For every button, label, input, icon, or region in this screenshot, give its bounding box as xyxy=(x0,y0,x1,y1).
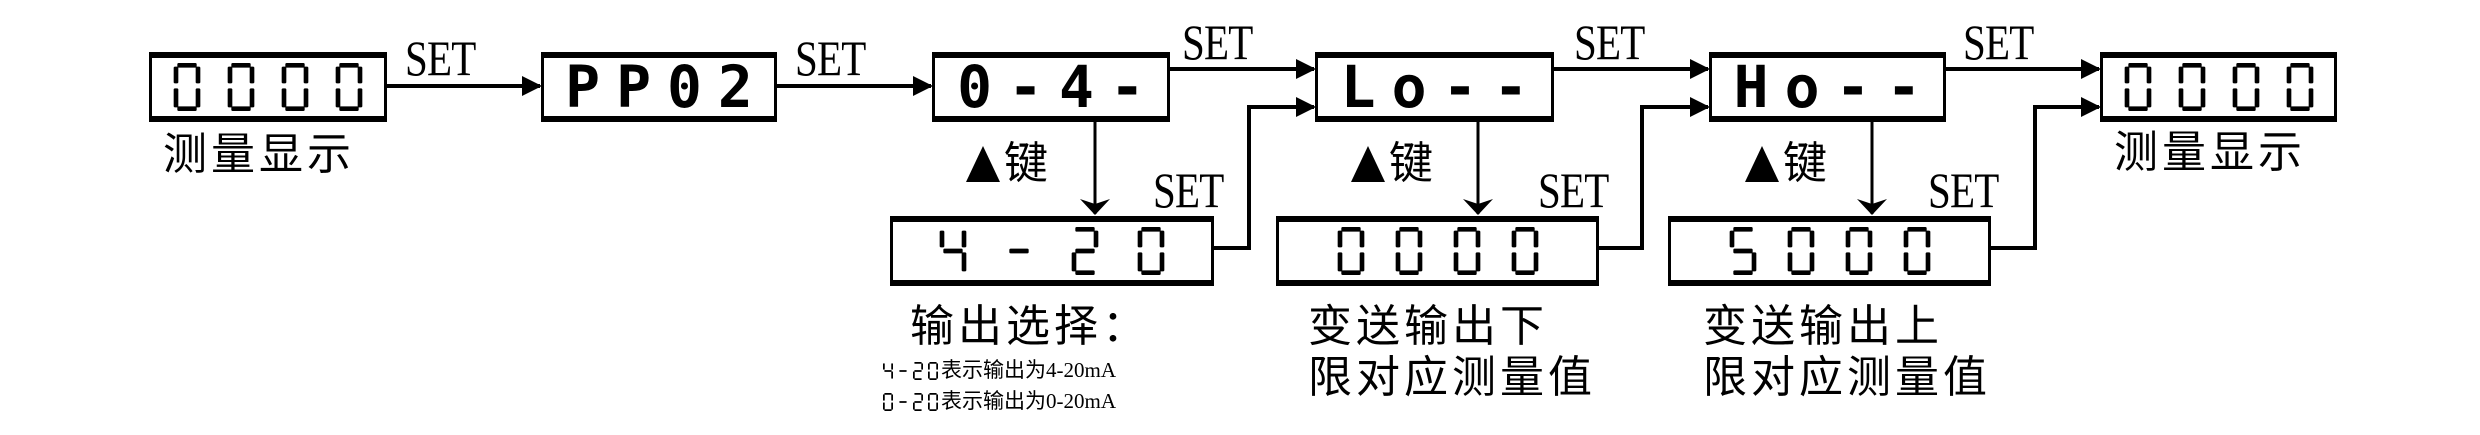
display-low: Lo-- xyxy=(1315,52,1554,122)
segment-digit xyxy=(281,63,309,111)
segment-digit xyxy=(2178,63,2205,111)
segment-digit xyxy=(1137,227,1165,275)
segment-digit xyxy=(1787,227,1814,275)
set-label: SET xyxy=(1153,162,1224,218)
key-label: 键 xyxy=(1783,139,1827,188)
note-text: 表示输出为0-20mA xyxy=(941,389,1116,413)
set-label: SET xyxy=(1928,162,1999,218)
note-text: 表示输出为4-20mA xyxy=(941,358,1116,382)
display-text: 0-4- xyxy=(957,53,1161,121)
display-high: Ho-- xyxy=(1709,52,1946,122)
triangle-up-icon xyxy=(1745,146,1779,182)
segment-digit xyxy=(1071,227,1099,275)
up-key-hint: 键 xyxy=(966,142,1048,186)
segment-digit xyxy=(883,362,893,379)
set-label: SET xyxy=(1574,14,1645,70)
display-low-value xyxy=(1276,216,1599,286)
triangle-up-icon xyxy=(1351,146,1385,182)
segment-digit xyxy=(2232,63,2259,111)
segment-digit xyxy=(2286,63,2313,111)
output-note-1: 表示输出为4-20mA xyxy=(882,360,1116,381)
display-measure-start xyxy=(149,52,387,122)
set-label: SET xyxy=(1538,162,1609,218)
caption-high-line1: 变送输出上 xyxy=(1703,302,1943,351)
segment-digit xyxy=(1453,227,1480,275)
up-key-hint: 键 xyxy=(1351,142,1433,186)
caption-measure-end: 测量显示 xyxy=(2114,128,2306,177)
segment-digit xyxy=(1903,227,1930,275)
segment-digit xyxy=(899,400,907,403)
segment-digit xyxy=(883,392,893,411)
triangle-up-icon xyxy=(966,146,1000,182)
segment-digit xyxy=(1009,248,1029,254)
caption-high-line2: 限对应测量值 xyxy=(1703,353,1991,402)
segment-digit xyxy=(1511,227,1538,275)
set-label: SET xyxy=(405,30,476,86)
display-high-value xyxy=(1668,216,1991,286)
set-label: SET xyxy=(1182,14,1253,70)
key-label: 键 xyxy=(1389,139,1433,188)
segment-digit xyxy=(227,63,255,111)
segment-digit xyxy=(2124,63,2151,111)
display-pp02: PP02 xyxy=(541,52,777,122)
arrow-return-1 xyxy=(1214,97,1316,250)
caption-measure-start: 测量显示 xyxy=(163,130,355,179)
caption-low-line2: 限对应测量值 xyxy=(1308,353,1596,402)
display-output-select xyxy=(890,216,1214,286)
segment-digit xyxy=(928,361,938,380)
display-output-mode: 0-4- xyxy=(932,52,1170,122)
set-label: SET xyxy=(795,30,866,86)
note-code xyxy=(882,392,939,411)
segment-digit xyxy=(1845,227,1872,275)
arrow-return-2 xyxy=(1599,97,1710,250)
output-note-2: 表示输出为0-20mA xyxy=(882,391,1116,412)
caption-output-select: 输出选择： xyxy=(910,302,1150,351)
set-label: SET xyxy=(1963,14,2034,70)
segment-digit xyxy=(939,230,967,272)
segment-digit xyxy=(928,392,938,411)
segment-digit xyxy=(913,361,923,380)
display-text: Lo-- xyxy=(1340,53,1545,121)
segment-digit xyxy=(1337,227,1364,275)
segment-digit xyxy=(1395,227,1422,275)
display-text: Ho-- xyxy=(1733,53,1938,121)
display-text: PP02 xyxy=(565,53,769,121)
note-code xyxy=(882,361,939,380)
display-measure-end xyxy=(2100,52,2337,122)
arrow-return-3 xyxy=(1991,97,2101,250)
segment-digit xyxy=(913,392,923,411)
segment-digit xyxy=(1729,227,1756,275)
key-label: 键 xyxy=(1004,139,1048,188)
caption-low-line1: 变送输出下 xyxy=(1308,302,1548,351)
segment-digit xyxy=(335,63,363,111)
segment-digit xyxy=(173,63,201,111)
segment-digit xyxy=(899,369,907,372)
up-key-hint: 键 xyxy=(1745,142,1827,186)
